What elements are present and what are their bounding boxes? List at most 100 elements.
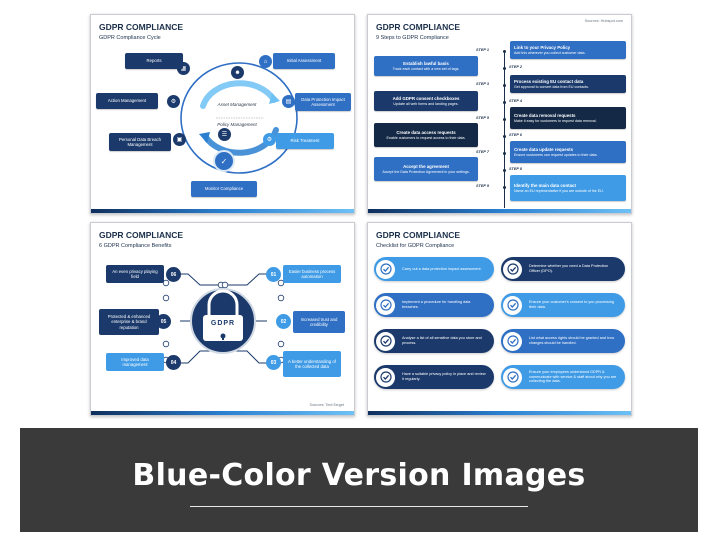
benefit-box: An even privacy playing field [106, 265, 164, 283]
step-title: Accept the agreement [403, 164, 449, 169]
benefit-number: 02 [276, 314, 291, 329]
step-3-box: Process existing EU contact data Get app… [510, 75, 626, 93]
slide-title: GDPR COMPLIANCE [99, 22, 184, 32]
slide-subtitle: 9 Steps to GDPR Compliance [376, 35, 449, 41]
risk-treatment-box: Risk Treatment [276, 133, 334, 149]
timeline-dot [503, 118, 506, 121]
step-4-box: Add GDPR consent checkboxes Update all w… [374, 91, 478, 111]
checklist-item: Ensure your customer's consent to you pr… [501, 293, 625, 317]
step-desc: Get approval to convert data from EU con… [514, 84, 589, 89]
checklist-text: Analyse a list of all sensitive data you… [402, 336, 482, 345]
banner-underline [190, 506, 528, 507]
reports-box: Reports [125, 53, 183, 69]
slide-compliance-checklist[interactable]: GDPR COMPLIANCE Checklist for GDPR Compl… [367, 222, 632, 416]
check-badge-icon [503, 259, 522, 279]
checklist-text: Carry out a data protection impact asses… [402, 266, 482, 271]
step-label: STEP 5 [476, 116, 489, 120]
step-title: Process existing EU contact data [514, 79, 584, 84]
slide-compliance-benefits[interactable]: GDPR COMPLIANCE 6 GDPR Compliance Benefi… [90, 222, 355, 416]
benefit-number: 05 [156, 314, 171, 329]
step-label: STEP 7 [476, 150, 489, 154]
step-title: Identify the main data contact [514, 183, 576, 188]
timeline-dot [503, 101, 506, 104]
slide-nine-steps[interactable]: GDPR COMPLIANCE 9 Steps to GDPR Complian… [367, 14, 632, 214]
slide-footer-bar [368, 411, 631, 415]
step-2-box: Establish lawful basis Track each contac… [374, 56, 478, 76]
banner-title: Blue-Color Version Images [132, 458, 586, 493]
policy-management-label: Policy Management [217, 122, 257, 127]
slide-footer-bar [91, 411, 354, 415]
benefit-number: 03 [266, 355, 281, 370]
benefit-box: Improved data management [106, 353, 164, 371]
dpia-icon: ▤ [282, 95, 295, 108]
step-desc: Enable customers to request access to th… [386, 135, 466, 140]
check-badge-icon [376, 367, 395, 387]
slide-compliance-cycle[interactable]: GDPR COMPLIANCE GDPR Compliance Cycle As… [90, 14, 355, 214]
step-label: STEP 8 [509, 167, 522, 171]
step-title: Add GDPR consent checkboxes [392, 96, 460, 101]
slide-subtitle: 6 GDPR Compliance Benefits [99, 243, 172, 249]
slide-subtitle: GDPR Compliance Cycle [99, 35, 161, 41]
step-label: STEP 4 [509, 99, 522, 103]
step-5-box: Create data removal requests Make it eas… [510, 107, 626, 129]
checklist-item: Carry out a data protection impact asses… [374, 257, 494, 281]
step-desc: Name an EU representative if you are out… [514, 188, 604, 193]
checklist-text: Ensure your employees understand GDPR & … [529, 369, 617, 384]
checklist-text: List what access rights should be grante… [529, 336, 615, 345]
benefit-box: A better understanding of the collected … [283, 351, 341, 377]
checklist-item: List what access rights should be grante… [501, 329, 625, 353]
slide-subtitle: Checklist for GDPR Compliance [376, 243, 455, 249]
check-badge-icon [503, 295, 522, 315]
initial-assessment-box: Initial Assessment [273, 53, 335, 69]
benefit-number: 06 [166, 267, 181, 282]
timeline-dot [503, 186, 506, 189]
check-badge-icon [503, 367, 522, 387]
asset-management-label: Asset Management [217, 102, 257, 107]
benefits-connectors [162, 273, 285, 364]
action-management-box: Action Management [96, 93, 158, 109]
checklist-item: Have a suitable privacy policy in place … [374, 365, 494, 389]
gdpr-lock-label: GDPR [210, 320, 236, 327]
step-desc: Ensure customers can request updates to … [514, 152, 598, 157]
benefit-number: 01 [266, 267, 281, 282]
slide-title: GDPR COMPLIANCE [376, 22, 461, 32]
check-badge-icon [503, 331, 522, 351]
timeline-dot [503, 67, 506, 70]
timeline-line [504, 51, 505, 208]
benefit-number: 04 [166, 355, 181, 370]
checklist-item: Analyse a list of all sensitive data you… [374, 329, 494, 353]
checklist-text: Have a suitable privacy policy in place … [402, 372, 486, 381]
policy-icon: ☰ [218, 128, 231, 141]
step-desc: Make it easy for customers to request da… [514, 118, 597, 123]
benefit-box: Protected & enhanced enterprise & brand … [99, 309, 159, 335]
monitor-icon: ✓ [213, 150, 235, 172]
step-9-box: Identify the main data contact Name an E… [510, 175, 626, 201]
step-title: Create data removal requests [514, 113, 576, 118]
step-label: STEP 9 [476, 184, 489, 188]
check-badge-icon [376, 259, 395, 279]
action-icon: ⚙ [167, 95, 180, 108]
step-desc: Add this wherever you collect customer d… [514, 50, 586, 55]
step-title: Create data access requests [396, 130, 456, 135]
step-title: Create data update requests [514, 147, 574, 152]
step-label: STEP 3 [476, 82, 489, 86]
step-label: STEP 1 [476, 48, 489, 52]
checklist-item: Determine whether you need a Data Protec… [501, 257, 625, 281]
checklist-item: Ensure your employees understand GDPR & … [501, 365, 625, 389]
check-badge-icon [376, 295, 395, 315]
step-label: STEP 2 [509, 65, 522, 69]
version-banner: Blue-Color Version Images [20, 428, 698, 532]
step-6-box: Create data access requests Enable custo… [374, 123, 478, 147]
dpia-box: Data Protection Impact Assessment [295, 93, 351, 111]
step-desc: Track each contact with a new set of tag… [392, 66, 460, 71]
checklist-text: Ensure your customer's consent to you pr… [529, 300, 614, 309]
slide-title: GDPR COMPLIANCE [376, 230, 461, 240]
people-icon: ☻ [231, 66, 244, 79]
step-title: Establish lawful basis [403, 61, 449, 66]
slide-title: GDPR COMPLIANCE [99, 230, 184, 240]
step-7-box: Create data update requests Ensure custo… [510, 141, 626, 163]
breach-management-box: Personal Data Breach Management [109, 133, 171, 151]
checklist-text: Implement a procedure for handling data … [402, 300, 471, 309]
breach-icon: ▣ [173, 133, 186, 146]
timeline-dot [503, 135, 506, 138]
